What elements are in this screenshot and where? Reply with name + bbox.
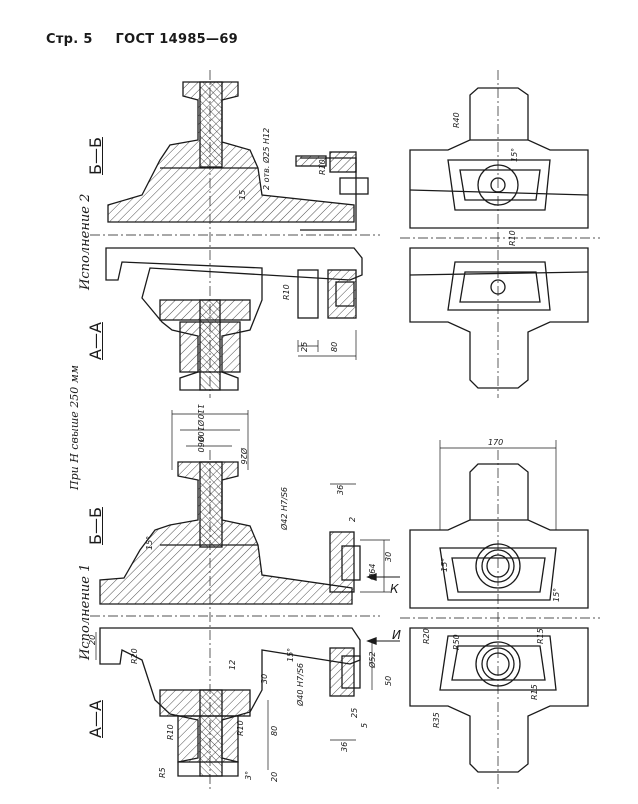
dim-15: 15 — [238, 189, 247, 200]
dim-r20-section: R20 — [130, 648, 139, 664]
bottom-plan-lower — [409, 627, 589, 773]
dim-r10-plan: R10 — [508, 230, 517, 246]
dim-15deg-a: 15° — [145, 535, 154, 550]
dim-3deg: 3° — [244, 770, 253, 780]
arrow-i-label: И — [392, 628, 401, 642]
top-section-lower — [105, 247, 363, 391]
dim-r10-lower: R10 — [282, 284, 291, 300]
dim-r40: R40 — [452, 112, 461, 128]
dim-5: 5 — [360, 722, 369, 728]
dim-holes: 2 отв. Ø25 H12 — [262, 127, 271, 190]
dim-110: 110 — [196, 404, 205, 420]
dim-d60: Ø60 — [196, 436, 205, 453]
bottom-plan-upper — [409, 463, 589, 609]
dim-r10-a: R10 — [166, 724, 175, 740]
dim-r50: R50 — [452, 634, 461, 650]
bottom-section-upper — [99, 461, 361, 605]
dim-30: 30 — [384, 551, 393, 562]
dim-d42: Ø42 H7/S6 — [280, 487, 289, 530]
dim-r35: R35 — [432, 712, 441, 728]
variant-1-label: Исполнение 1 — [78, 563, 93, 660]
dim-r15-b: R15 — [530, 684, 539, 700]
dim-30-b: 30 — [260, 673, 269, 684]
height-note: При Н свыше 250 мм — [68, 365, 81, 490]
dim-r20-plan: R20 — [422, 628, 431, 644]
dim-20-c: 20 — [270, 771, 279, 782]
dim-36-top: 36 — [336, 484, 345, 495]
section-aa-top: А—А — [86, 322, 105, 360]
dim-d26: Ø26 — [239, 448, 248, 465]
dim-25: 25 — [300, 341, 309, 352]
dim-12: 12 — [228, 659, 237, 670]
dim-r15-a: R15 — [536, 628, 545, 644]
dim-r10-b: R10 — [236, 720, 245, 736]
dim-2: 2 — [348, 516, 357, 522]
dim-50: 50 — [384, 675, 393, 686]
page-header: Стр. 5 ГОСТ 14985—69 — [46, 32, 238, 47]
dim-15deg-c: 15° — [552, 587, 561, 602]
dim-d64: Ø64 — [368, 563, 377, 580]
dim-15deg-b: 15° — [440, 557, 449, 572]
section-bb-top: Б—Б — [86, 137, 105, 175]
top-section-upper — [107, 81, 369, 231]
standard-number: ГОСТ 14985—69 — [115, 32, 239, 47]
section-bb-bottom: Б—Б — [86, 507, 105, 545]
dim-36-bottom: 36 — [340, 741, 349, 752]
dim-r10-upper: R10 — [318, 159, 327, 175]
variant-2-label: Исполнение 2 — [78, 193, 93, 290]
dim-15deg-top: 15° — [510, 147, 519, 162]
section-aa-bottom: А—А — [86, 700, 105, 738]
dim-80: 80 — [270, 725, 279, 736]
dim-170: 170 — [488, 438, 504, 447]
arrow-k-label: К — [390, 582, 399, 596]
dim-15deg-section: 15° — [286, 647, 295, 662]
dim-r5: R5 — [158, 767, 167, 778]
bottom-section-lower — [99, 627, 361, 777]
dim-25: 25 — [350, 707, 359, 718]
dim-80: 80 — [330, 341, 339, 352]
dim-20-a: 20 — [88, 634, 97, 645]
top-plan-upper — [409, 87, 589, 229]
dim-d52: Ø52 — [368, 651, 377, 668]
page-number: Стр. 5 — [46, 32, 93, 47]
dim-d40: Ø40 H7/S6 — [296, 663, 305, 706]
top-plan-lower — [409, 247, 589, 389]
